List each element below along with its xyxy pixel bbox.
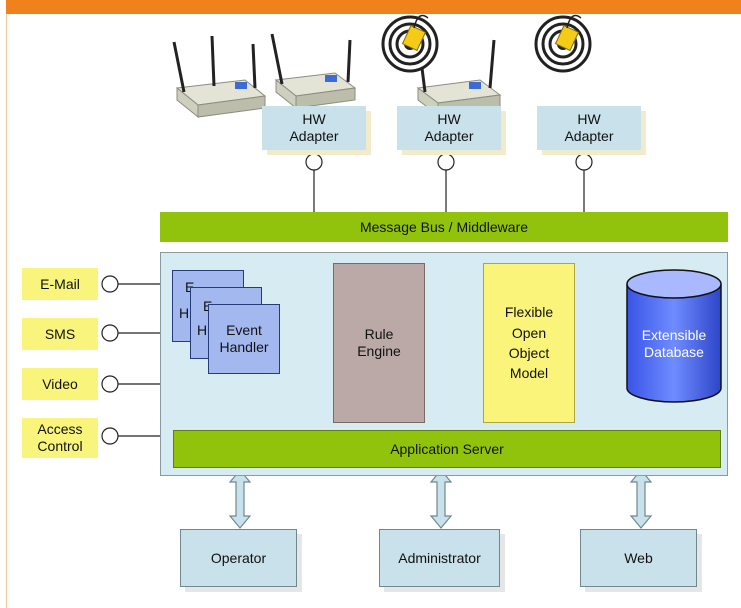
client-operator: Operator [180, 529, 297, 587]
channel-links [101, 275, 190, 445]
channel-email-label: E-Mail [40, 275, 80, 292]
event-handler-label: Event Handler [219, 322, 269, 355]
database-label: Extensible Database [641, 327, 707, 360]
event-handler-stack-letter: E [203, 298, 212, 314]
hw-adapter-2: HW Adapter [397, 106, 501, 150]
hw-adapter-label: HW Adapter [424, 111, 474, 144]
client-web: Web [580, 529, 697, 587]
channel-access-control: Access Control [22, 418, 98, 458]
client-administrator-label: Administrator [398, 549, 481, 566]
object-model-box: Flexible Open Object Model [483, 263, 575, 423]
client-double-arrows [228, 469, 653, 529]
application-server-label: Application Server [390, 440, 504, 457]
channel-access-control-label: Access Control [37, 421, 83, 454]
database-label-box: Extensible Database [626, 322, 722, 366]
channel-sms-label: SMS [44, 325, 76, 342]
rfid-tag-icon-2 [534, 14, 592, 73]
channel-video-label: Video [42, 375, 78, 392]
hw-adapter-label: HW Adapter [289, 111, 339, 144]
client-web-label: Web [624, 549, 653, 566]
left-border-line [6, 14, 7, 608]
event-handler-stack-letter: E [185, 279, 194, 295]
top-accent-bar [6, 0, 741, 14]
hw-adapter-label: HW Adapter [564, 111, 614, 144]
router-device-2 [270, 33, 357, 110]
hw-adapter-1: HW Adapter [262, 106, 366, 150]
rule-engine-box: Rule Engine [333, 263, 425, 423]
rule-engine-label: Rule Engine [357, 326, 401, 359]
message-bus-bar: Message Bus / Middleware [160, 212, 728, 242]
event-handler-card: Event Handler [208, 304, 280, 374]
object-model-label: Flexible Open Object Model [504, 304, 554, 382]
message-bus-label: Message Bus / Middleware [359, 218, 529, 235]
application-server-bar: Application Server [173, 430, 721, 468]
hw-adapter-3: HW Adapter [537, 106, 641, 150]
channel-email: E-Mail [22, 268, 98, 300]
router-device-1 [172, 35, 267, 119]
event-handler-stack-letter: H [197, 322, 208, 338]
database-icon [626, 269, 722, 403]
client-administrator: Administrator [379, 529, 500, 587]
rfid-tag-icon-1 [381, 14, 439, 73]
event-handler-stack-letter: H [179, 305, 190, 321]
client-operator-label: Operator [210, 549, 267, 566]
channel-sms: SMS [22, 318, 98, 350]
adapter-bus-links [305, 153, 593, 212]
channel-video: Video [22, 368, 98, 400]
